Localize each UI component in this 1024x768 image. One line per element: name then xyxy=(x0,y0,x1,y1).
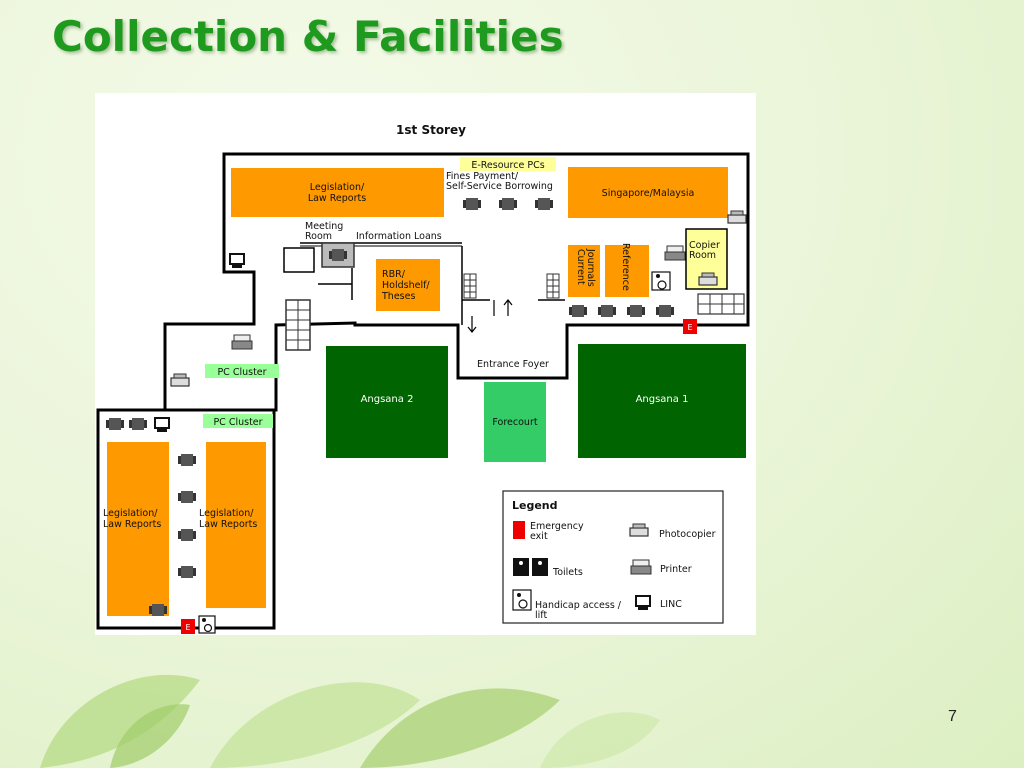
room-legislation-bottom-right xyxy=(206,442,266,608)
emergency-exit-icon xyxy=(181,619,195,634)
handicap-icon-wheel xyxy=(203,623,213,633)
pc-cluster-upper-label: PC Cluster xyxy=(217,367,266,378)
room-copier xyxy=(685,228,728,290)
angsana-1 xyxy=(578,344,746,458)
legend-toilet-icon-figure xyxy=(538,561,542,565)
page-number: 7 xyxy=(948,708,957,725)
room-singapore-malaysia-label: Singapore/Malaysia xyxy=(602,188,695,199)
legend-photocopier-label: Photocopier xyxy=(659,529,716,540)
leaf-decoration xyxy=(210,682,420,768)
room-rbr-label-1: RBR/ xyxy=(382,269,406,280)
forecourt-label: Forecourt xyxy=(492,417,537,428)
copier-room-label-1: Copier xyxy=(689,240,720,251)
legend-emergency-exit-label-1: Emergency xyxy=(530,521,584,532)
small-room xyxy=(283,247,315,273)
legend-handicap-label-1: Handicap access / xyxy=(535,600,622,611)
current-journals-label-2: Journals xyxy=(585,248,596,287)
legend-handicap-icon-head xyxy=(517,593,521,597)
legend-linc-icon xyxy=(635,595,651,611)
arrow-down-icon xyxy=(467,316,477,333)
legend-photocopier-icon xyxy=(629,523,649,537)
legend-emergency-exit-icon xyxy=(513,521,525,539)
room-legislation-top xyxy=(231,168,444,217)
emergency-exit-marker-2: E xyxy=(185,623,190,632)
legend-toilet-icon-figure xyxy=(519,561,523,565)
printer-icon xyxy=(231,334,253,350)
room-legislation-top-label-1: Legislation/ xyxy=(310,182,365,193)
photocopier-icon xyxy=(170,373,190,387)
meeting-room-label-1: Meeting xyxy=(305,221,343,232)
room-legislation-top-label-2: Law Reports xyxy=(308,193,366,204)
legislation-bottom-left-label-2: Law Reports xyxy=(103,519,161,530)
leaf-decoration xyxy=(540,712,660,768)
room-singapore-malaysia xyxy=(568,167,728,218)
reference-label: Reference xyxy=(620,243,631,291)
pc-cluster-lower xyxy=(203,414,273,428)
handicap-icon-head xyxy=(656,274,660,278)
photocopier-icon xyxy=(698,272,718,286)
pc-cluster-upper xyxy=(205,364,279,378)
shelf-icon xyxy=(546,273,560,299)
meeting-room-label-2: Room xyxy=(305,231,332,242)
angsana-2-label: Angsana 2 xyxy=(361,394,414,405)
angsana-2 xyxy=(326,346,448,458)
legend-handicap-label-2: lift xyxy=(535,610,547,621)
legend-title: Legend xyxy=(512,499,558,512)
current-journals-label-1: Current xyxy=(575,249,586,285)
printer-icon xyxy=(664,245,686,261)
angsana-1-label: Angsana 1 xyxy=(636,394,689,405)
legend-printer-label: Printer xyxy=(660,564,692,575)
room-rbr xyxy=(376,259,440,311)
legend-toilets-label: Toilets xyxy=(552,567,583,578)
room-rbr-label-2: Holdshelf/ xyxy=(382,280,430,291)
slide-title: Collection & Facilities xyxy=(52,12,564,61)
handicap-icon-wheel xyxy=(657,280,667,290)
legend-toilet-icon xyxy=(513,558,529,576)
entrance-foyer-label: Entrance Foyer xyxy=(477,359,549,370)
leaf-decoration xyxy=(110,704,190,768)
emergency-exit-marker: E xyxy=(687,323,692,332)
leaf-decoration xyxy=(40,674,200,768)
legislation-bottom-right-label-2: Law Reports xyxy=(199,519,257,530)
legend-toilet-icon xyxy=(532,558,548,576)
e-resource-pcs-area xyxy=(460,157,556,171)
legend-box xyxy=(502,490,724,624)
fines-payment-label-1: Fines Payment/ xyxy=(446,171,519,182)
arrow-up-icon xyxy=(503,299,513,316)
shelf-icon xyxy=(463,273,477,299)
legend-printer-icon xyxy=(630,559,652,575)
leaf-decoration xyxy=(360,688,560,768)
fines-payment-label-2: Self-Service Borrowing xyxy=(446,181,553,192)
legislation-bottom-left-label-1: Legislation/ xyxy=(103,508,158,519)
legislation-bottom-right-label-1: Legislation/ xyxy=(199,508,254,519)
handicap-icon-head xyxy=(202,618,206,622)
emergency-exit-icon xyxy=(683,319,697,334)
information-loans-label: Information Loans xyxy=(356,231,442,242)
storey-title: 1st Storey xyxy=(396,123,466,137)
room-reference xyxy=(605,245,649,297)
legend-handicap-icon-wheel xyxy=(518,599,528,609)
room-current-journals xyxy=(568,245,600,297)
legend-emergency-exit-label-2: exit xyxy=(530,531,548,542)
copier-room-label-2: Room xyxy=(689,250,716,261)
linc-icon xyxy=(154,417,170,433)
e-resource-pcs-label: E-Resource PCs xyxy=(471,160,544,171)
legend-linc-label: LINC xyxy=(660,599,682,610)
pc-cluster-lower-label: PC Cluster xyxy=(213,417,262,428)
room-rbr-label-3: Theses xyxy=(381,291,415,302)
room-legislation-bottom-left xyxy=(107,442,169,616)
photocopier-icon xyxy=(727,210,747,224)
linc-icon xyxy=(229,253,245,269)
forecourt xyxy=(484,382,546,462)
